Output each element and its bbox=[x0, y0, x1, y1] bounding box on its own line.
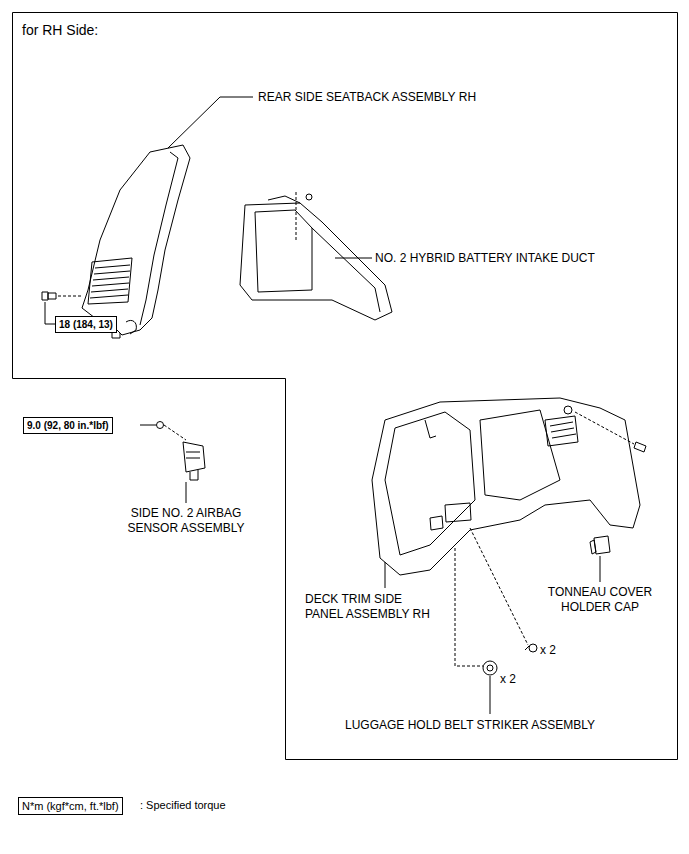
panel-frame: for RH Side: 18 (184, 13) bbox=[12, 12, 678, 760]
part-name: LUGGAGE HOLD BELT STRIKER ASSEMBLY bbox=[345, 718, 595, 733]
legend-text: : Specified torque bbox=[140, 798, 226, 813]
quantity: x 2 bbox=[500, 672, 516, 687]
torque-value: 9.0 (92, 80 in.*lbf) bbox=[27, 419, 109, 432]
seatback-drawing bbox=[42, 97, 253, 338]
torque-value: 18 (184, 13) bbox=[59, 318, 113, 331]
part-name: REAR SIDE SEATBACK ASSEMBLY RH bbox=[258, 90, 476, 105]
quantity: x 2 bbox=[540, 643, 556, 658]
part-name: NO. 2 HYBRID BATTERY INTAKE DUCT bbox=[375, 251, 595, 266]
part-name: SIDE NO. 2 AIRBAG SENSOR ASSEMBLY bbox=[111, 506, 261, 536]
deck-trim-panel-drawing bbox=[372, 398, 646, 666]
unit-text: N*m (kgf*cm, ft.*lbf) bbox=[22, 799, 119, 813]
tonneau-cap-drawing bbox=[590, 536, 610, 582]
frame-outline bbox=[12, 12, 678, 760]
torque-box: 18 (184, 13) bbox=[55, 316, 117, 333]
legend-box: N*m (kgf*cm, ft.*lbf) bbox=[18, 797, 123, 815]
striker-drawing bbox=[483, 644, 537, 714]
part-name: DECK TRIM SIDE PANEL ASSEMBLY RH bbox=[305, 592, 439, 622]
section-heading: for RH Side: bbox=[22, 22, 98, 38]
torque-box: 9.0 (92, 80 in.*lbf) bbox=[23, 417, 113, 434]
airbag-sensor-drawing bbox=[140, 422, 205, 504]
intake-duct-drawing bbox=[240, 192, 392, 320]
part-name: TONNEAU COVER HOLDER CAP bbox=[545, 585, 655, 615]
